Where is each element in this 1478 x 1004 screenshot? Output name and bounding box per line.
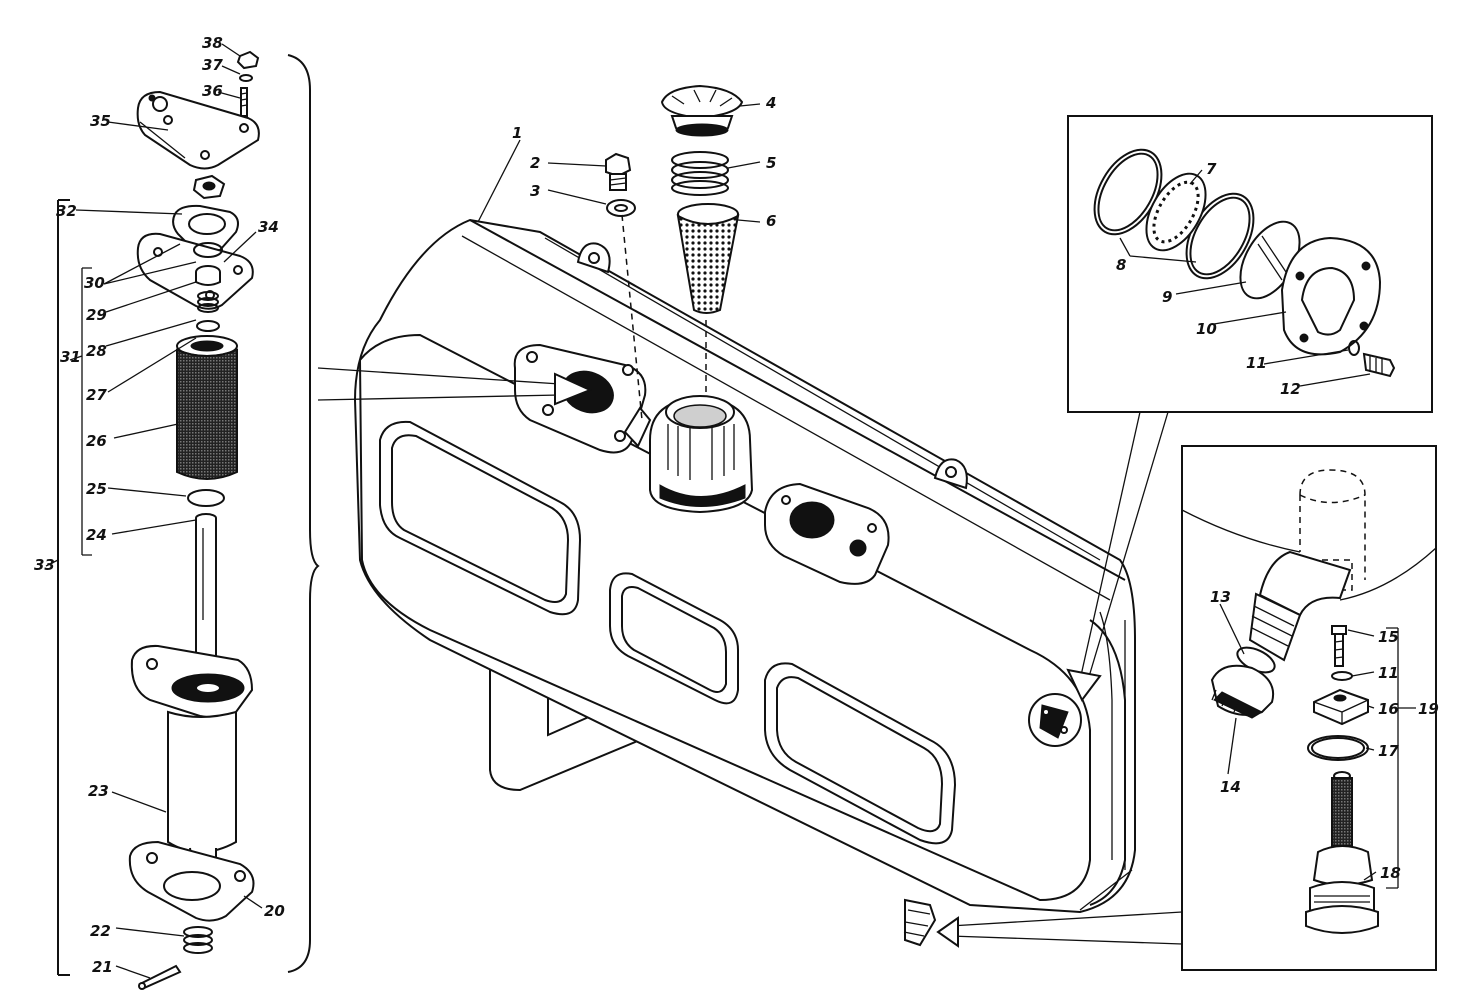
callout-31: 31 — [60, 348, 81, 366]
callout-12: 12 — [1280, 380, 1301, 398]
callout-33: 33 — [34, 556, 55, 574]
callout-23: 23 — [88, 782, 109, 800]
callout-37: 37 — [202, 56, 223, 74]
callout-8: 8 — [1116, 256, 1126, 274]
callout-30: 30 — [84, 274, 105, 292]
callout-11: 11 — [1246, 354, 1267, 372]
callout-11b: 11 — [1378, 664, 1399, 682]
callout-25: 25 — [86, 480, 107, 498]
callout-24: 24 — [86, 526, 107, 544]
callout-4: 4 — [765, 94, 776, 112]
callout-2: 2 — [530, 154, 540, 172]
callout-22: 22 — [90, 922, 111, 940]
filter-assembly — [57, 50, 593, 990]
callout-38: 38 — [202, 34, 223, 52]
drain-detail-box — [936, 445, 1437, 971]
filler-parts — [605, 84, 744, 421]
callout-10: 10 — [1196, 320, 1217, 338]
callout-21: 21 — [92, 958, 113, 976]
callout-18: 18 — [1380, 864, 1401, 882]
callout-26: 26 — [86, 432, 107, 450]
callout-labels: 1 2 3 4 5 6 7 8 9 10 11 12 13 14 15 11 1… — [34, 34, 1439, 976]
callout-29: 29 — [86, 306, 107, 324]
callout-5: 5 — [766, 154, 776, 172]
callout-15: 15 — [1378, 628, 1399, 646]
callout-35: 35 — [90, 112, 111, 130]
callout-14: 14 — [1220, 778, 1241, 796]
leader-lines — [45, 43, 1416, 979]
callout-36: 36 — [202, 82, 223, 100]
callout-32: 32 — [56, 202, 77, 220]
callout-17: 17 — [1378, 742, 1399, 760]
callout-13: 13 — [1210, 588, 1231, 606]
callout-3: 3 — [530, 182, 540, 200]
callout-9: 9 — [1162, 288, 1172, 306]
callout-6: 6 — [766, 212, 776, 230]
fuel-tank-body — [353, 218, 1136, 947]
callout-34: 34 — [258, 218, 279, 236]
callout-1: 1 — [512, 124, 522, 142]
callout-28: 28 — [86, 342, 107, 360]
callout-27: 27 — [86, 386, 107, 404]
callout-7: 7 — [1206, 160, 1217, 178]
callout-20: 20 — [264, 902, 285, 920]
callout-16: 16 — [1378, 700, 1399, 718]
callout-19: 19 — [1418, 700, 1439, 718]
gauge-detail-box — [1066, 115, 1433, 702]
